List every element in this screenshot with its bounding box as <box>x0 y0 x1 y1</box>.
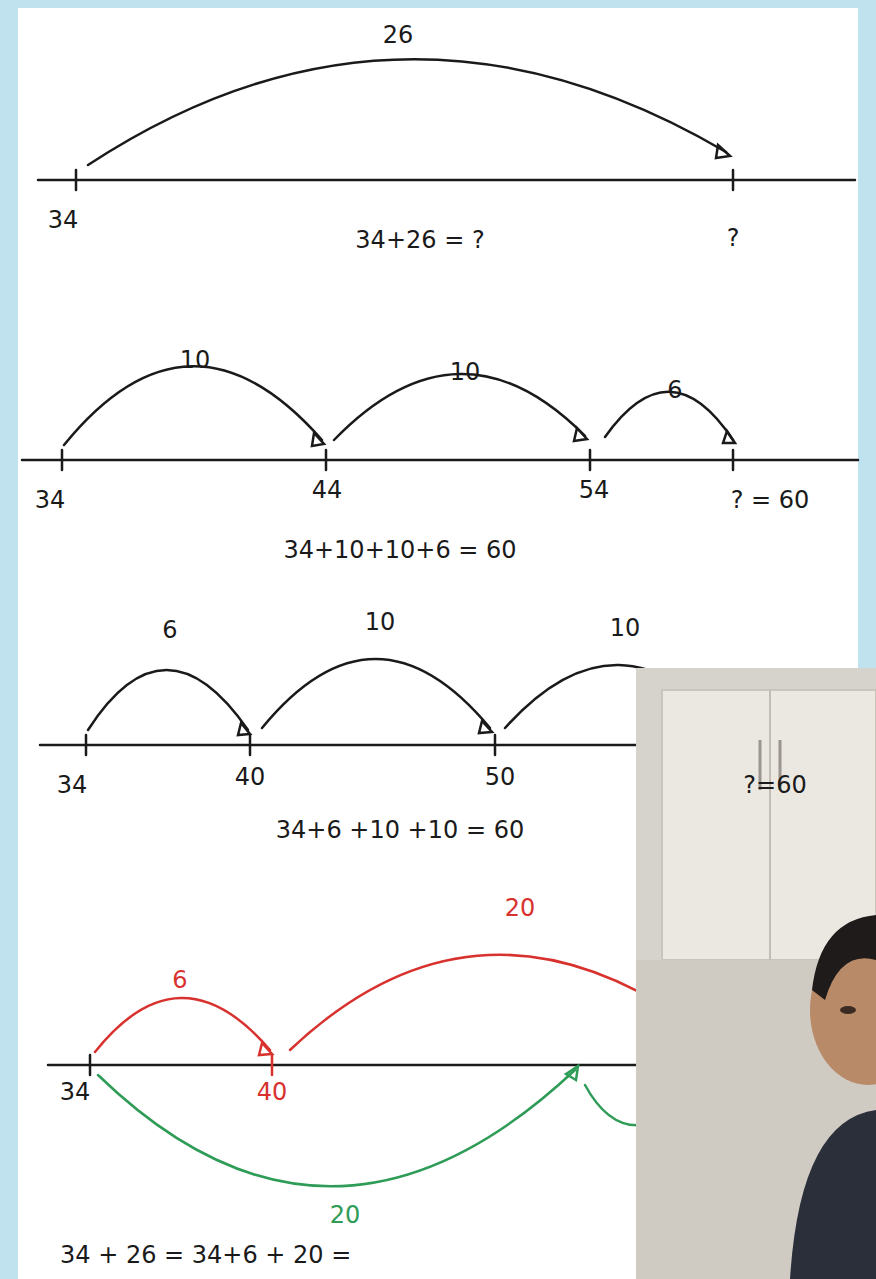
jump-label: 6 <box>667 377 682 403</box>
equation: 34 + 26 = 34+6 + 20 = <box>60 1242 351 1268</box>
tick-number: 34 <box>35 487 66 513</box>
jump-label: 6 <box>172 967 187 993</box>
equation: 34+26 = ? <box>355 227 484 253</box>
tick-number: 34 <box>48 207 79 233</box>
tick-number: 34 <box>57 772 88 798</box>
jump-label: 26 <box>383 22 414 48</box>
jump-label: 10 <box>450 359 481 385</box>
jump-label: 10 <box>610 615 641 641</box>
jump-label: 20 <box>330 1202 361 1228</box>
jump-label: 6 <box>162 617 177 643</box>
webcam-overlay <box>636 668 876 1279</box>
jump-label: 20 <box>505 895 536 921</box>
tick-number: 34 <box>60 1079 91 1105</box>
tick-number: 40 <box>235 764 266 790</box>
jump-label: 10 <box>365 609 396 635</box>
equation: 34+6 +10 +10 = 60 <box>276 817 524 843</box>
jump-label: 10 <box>180 347 211 373</box>
result-label: ? = 60 <box>731 487 810 513</box>
equation: 34+10+10+6 = 60 <box>283 537 516 563</box>
tick-number: 54 <box>579 477 610 503</box>
tick-number: 40 <box>257 1079 288 1105</box>
tick-number: 44 <box>312 477 343 503</box>
tick-number: 50 <box>485 764 516 790</box>
result-label: ?=60 <box>743 772 806 798</box>
unknown-mark: ? <box>727 225 740 251</box>
